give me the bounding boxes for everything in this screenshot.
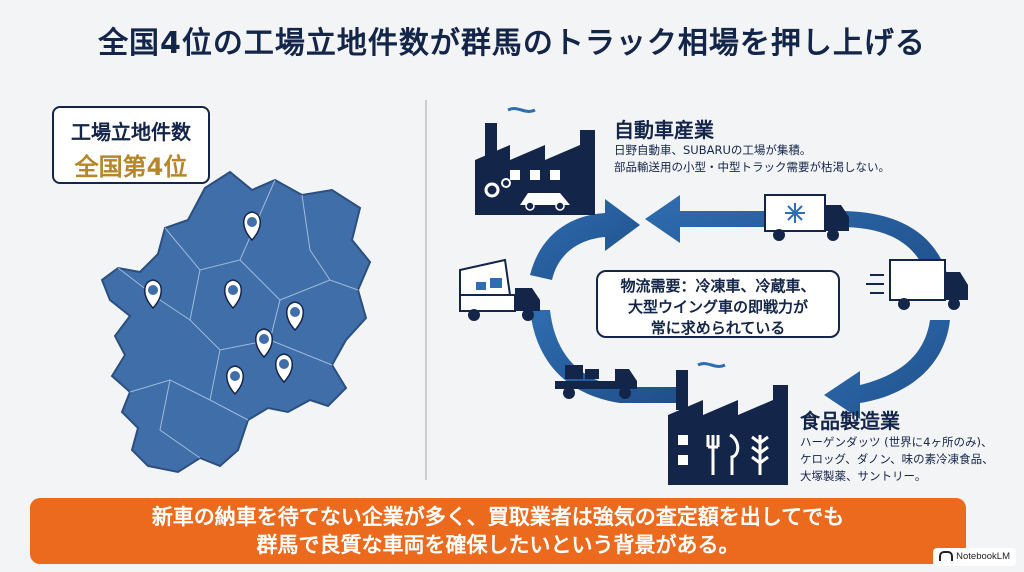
- food-desc-line: 大塚製薬、サントリー。: [800, 469, 927, 483]
- food-industry-title: 食品製造業: [800, 409, 900, 433]
- automotive-industry-description: 日野自動車、SUBARUの工場が集積。 部品輸送用の小型・中型トラック需要が枯渇…: [614, 142, 994, 176]
- page-title: 全国4位の工場立地件数が群馬のトラック相場を押し上げる: [98, 26, 926, 61]
- logistics-line: 常に求められている: [650, 319, 786, 337]
- automotive-desc-line: 日野自動車、SUBARUの工場が集積。: [614, 143, 812, 157]
- map-pin-icon: [275, 353, 293, 384]
- gunma-prefecture-shape: [100, 170, 372, 474]
- notebooklm-logo-icon: [939, 551, 954, 562]
- notebooklm-watermark: NotebookLM: [933, 548, 1016, 566]
- banner-line: 新車の納車を待てない企業が多く、買取業者は強気の査定額を出してでも: [151, 505, 845, 529]
- factory-count-badge: 工場立地件数 全国第4位: [52, 106, 210, 184]
- delivery-truck-icon: [866, 259, 968, 310]
- badge-rank: 全国第4位: [74, 153, 188, 181]
- banner-line: 群馬で良質な車両を確保したいという背景がある。: [256, 533, 740, 557]
- conclusion-banner: 新車の納車を待てない企業が多く、買取業者は強気の査定額を出してでも 群馬で良質な…: [30, 498, 966, 564]
- cargo-truck-icon: [555, 365, 637, 399]
- wing-truck-icon: [459, 258, 540, 321]
- logistics-cycle-diagram: [459, 107, 968, 485]
- automotive-desc-line: 部品輸送用の小型・中型トラック需要が枯渇しない。: [614, 160, 890, 174]
- map-pin-icon: [243, 211, 261, 242]
- brand-label: NotebookLM: [956, 551, 1010, 562]
- section-divider: [425, 100, 427, 480]
- logistics-line: 大型ウイング車の即戦力が: [627, 298, 808, 316]
- food-factory-icon: [668, 362, 788, 485]
- factory-location-pins: [144, 211, 304, 396]
- map-pin-icon: [224, 279, 242, 310]
- map-pin-icon: [286, 301, 304, 332]
- food-desc-line: ハーゲンダッツ (世界に4ヶ所のみ)、: [800, 435, 993, 449]
- automotive-industry-title: 自動車産業: [614, 118, 714, 142]
- food-desc-line: ケロッグ、ダノン、味の素冷凍食品、: [800, 452, 994, 466]
- gunma-map: [100, 170, 372, 474]
- badge-label: 工場立地件数: [71, 120, 191, 144]
- food-industry-description: ハーゲンダッツ (世界に4ヶ所のみ)、 ケロッグ、ダノン、味の素冷凍食品、 大塚…: [800, 434, 1020, 485]
- logistics-demand-box: 物流需要：冷凍車、冷蔵車、 大型ウイング車の即戦力が 常に求められている: [596, 270, 840, 338]
- map-pin-icon: [255, 328, 273, 359]
- logistics-line: 物流需要：冷凍車、冷蔵車、: [620, 277, 816, 295]
- map-pin-icon: [144, 279, 162, 310]
- cycle-arrows: [530, 195, 950, 419]
- map-pin-icon: [226, 365, 244, 396]
- car-factory-icon: [475, 107, 595, 215]
- refrigerated-truck-icon: [764, 194, 849, 241]
